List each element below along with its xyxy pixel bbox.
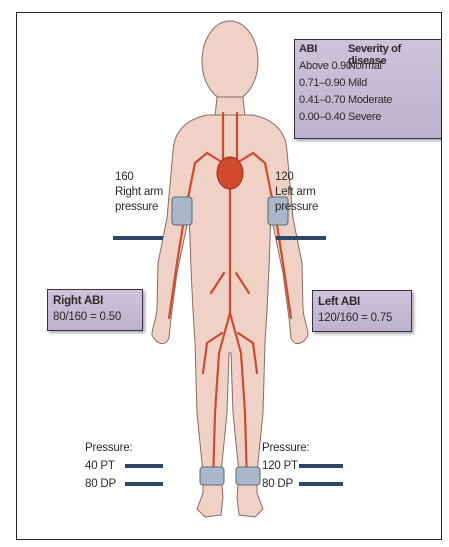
right-abi-title: Right ABI bbox=[53, 293, 137, 309]
diagram-frame: ABI Severity of disease Above 0.90 Norma… bbox=[16, 12, 442, 540]
left-arm-pressure-bar bbox=[276, 236, 326, 240]
right-arm-cuff bbox=[172, 197, 192, 225]
abi-severity: Moderate bbox=[348, 94, 392, 106]
left-ankle-pt-bar bbox=[299, 464, 343, 468]
abi-severity: Normal bbox=[348, 60, 382, 72]
right-ankle-pt-bar bbox=[125, 464, 163, 468]
left-ankle-cuff bbox=[236, 467, 260, 485]
right-abi-box: Right ABI 80/160 = 0.50 bbox=[47, 289, 143, 331]
abi-severity: Mild bbox=[348, 77, 367, 89]
left-arm-pressure-label-2: pressure bbox=[275, 200, 318, 214]
left-arm-pressure-label-1: Left arm bbox=[275, 185, 316, 199]
abi-severity-table: ABI Severity of disease Above 0.90 Norma… bbox=[294, 39, 442, 139]
right-arm-pressure-label-1: Right arm bbox=[115, 185, 163, 199]
right-arm-pressure-value: 160 bbox=[115, 170, 134, 184]
right-arm-pressure-label-2: pressure bbox=[115, 200, 158, 214]
right-ankle-pt: 40 PT bbox=[85, 459, 115, 473]
right-ankle-dp: 80 DP bbox=[85, 477, 116, 491]
abi-header: ABI bbox=[299, 43, 317, 55]
left-ankle-pressure-title: Pressure: bbox=[262, 441, 309, 455]
right-arm-pressure-bar bbox=[113, 236, 163, 240]
abi-row: 0.71–0.90 Mild bbox=[295, 77, 441, 91]
heart-icon bbox=[217, 157, 243, 189]
right-ankle-dp-bar bbox=[125, 482, 163, 486]
abi-range: 0.41–0.70 bbox=[299, 94, 345, 106]
left-abi-title: Left ABI bbox=[318, 294, 406, 310]
abi-range: 0.00–0.40 bbox=[299, 111, 345, 123]
left-abi-box: Left ABI 120/160 = 0.75 bbox=[312, 290, 412, 332]
left-abi-calculation: 120/160 = 0.75 bbox=[318, 312, 392, 324]
left-ankle-dp-bar bbox=[299, 482, 343, 486]
left-arm-pressure-value: 120 bbox=[275, 170, 294, 184]
right-ankle-pressure-title: Pressure: bbox=[85, 441, 132, 455]
right-ankle-cuff bbox=[200, 467, 224, 485]
abi-row: 0.00–0.40 Severe bbox=[295, 111, 441, 125]
abi-row: 0.41–0.70 Moderate bbox=[295, 94, 441, 108]
abi-row: Above 0.90 Normal bbox=[295, 60, 441, 74]
abi-range: Above 0.90 bbox=[299, 60, 352, 72]
left-ankle-pt: 120 PT bbox=[262, 459, 298, 473]
left-ankle-dp: 80 DP bbox=[262, 477, 293, 491]
right-abi-calculation: 80/160 = 0.50 bbox=[53, 311, 121, 323]
abi-range: 0.71–0.90 bbox=[299, 77, 345, 89]
abi-severity: Severe bbox=[348, 111, 381, 123]
